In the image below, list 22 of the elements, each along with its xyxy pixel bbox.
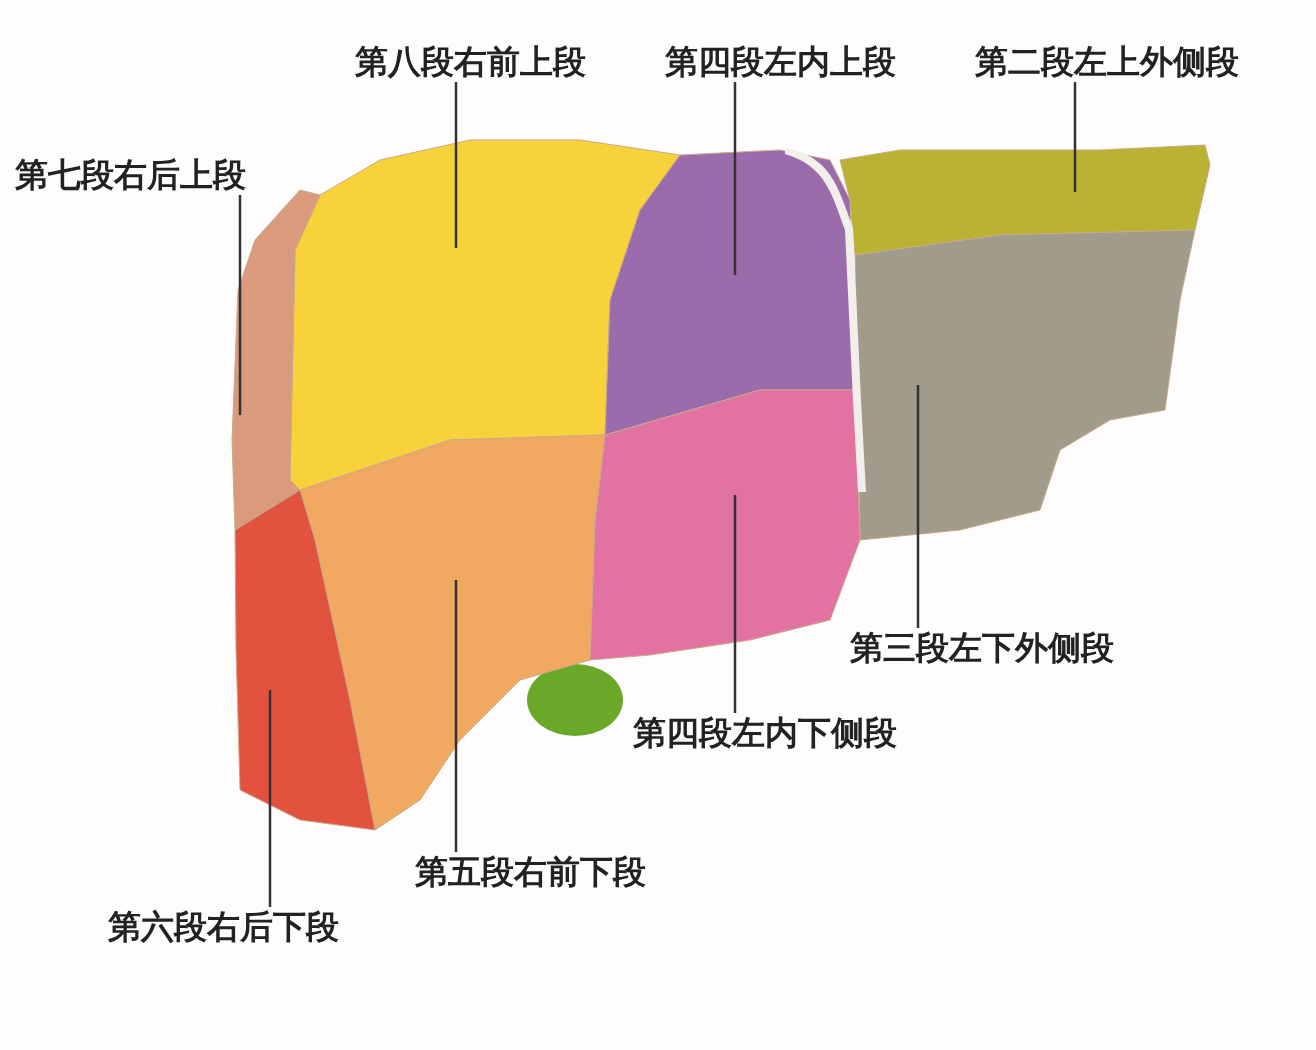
liver-segment [234,489,376,831]
leader-line [733,495,737,713]
segment-label: 第五段右前下段 [415,852,646,892]
liver-segment [231,189,321,531]
liver-segment [299,434,606,831]
leader-line [733,82,737,275]
segment-label: 第六段右后下段 [108,907,339,947]
segment-label: 第四段左内下侧段 [633,713,897,753]
segment-label: 第三段左下外侧段 [850,628,1114,668]
liver-segment [854,229,1196,541]
segment-label: 第二段左上外侧段 [975,42,1239,82]
leader-line [1073,82,1077,192]
leader-line [268,690,272,907]
liver-segment [289,139,681,491]
leader-line [238,195,242,415]
segment-label: 第七段右后上段 [15,155,246,195]
leader-line [454,82,458,248]
segment-label: 第四段左内上段 [665,42,896,82]
leader-line [454,580,458,852]
leader-line [916,385,920,628]
segment-label: 第八段右前上段 [355,42,586,82]
liver-segment [839,144,1211,256]
